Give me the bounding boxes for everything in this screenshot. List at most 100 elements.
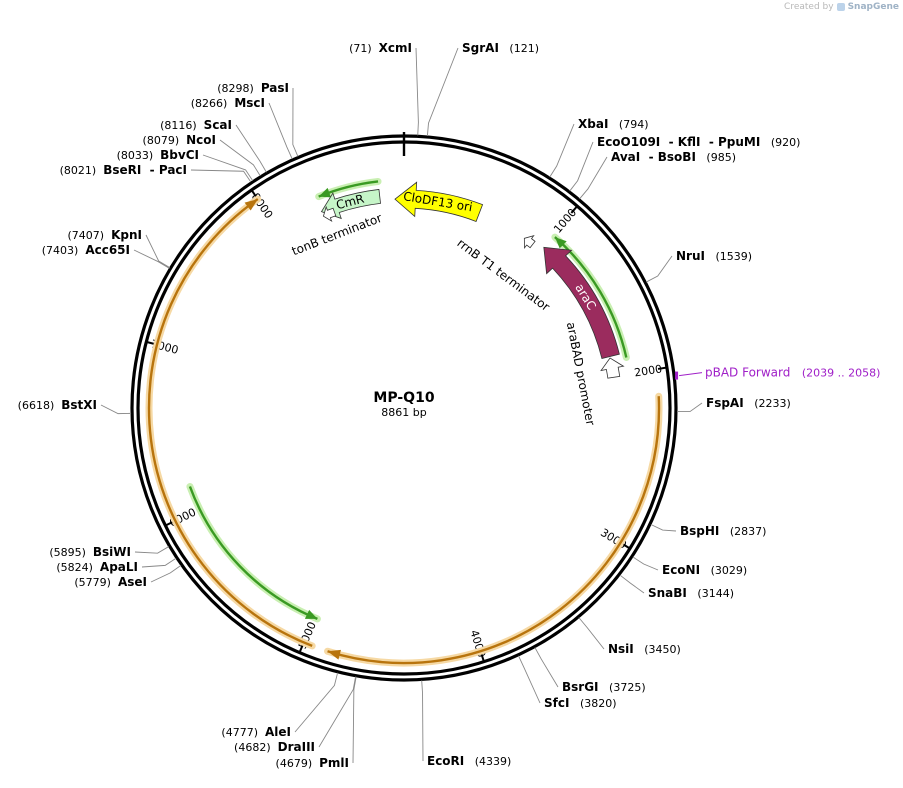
site-label: EcoRI (4339) [427,754,511,768]
site-position: (985) [706,151,736,164]
site-position: (5824) [56,561,93,574]
site-leader-line [292,87,299,157]
site-position: (4339) [475,755,512,768]
arabad-promoter-arrow [600,357,625,379]
site-apali: (5824) ApaLI [56,560,138,574]
primer-mark [675,371,679,380]
site-enzyme-name: BsoBI [658,150,696,164]
site-enzyme-name: SgrAI [462,41,499,55]
site-leader-line [150,565,182,583]
site-spacer [96,164,103,177]
site-bbvci: (8033) BbvCI [117,148,199,162]
site-leader-line [141,557,177,568]
orf-arrowhead [554,237,567,249]
plasmid-name: MP-Q10 [373,390,434,406]
site-leader-line [549,123,575,178]
site-enzyme-name: AleI [265,725,291,739]
site-enzyme-name: XcmI [379,41,412,55]
site-label: (8298) PasI [217,81,289,95]
site-xcmi: (71) XcmI [349,41,412,55]
site-label: SfcI (3820) [544,696,617,710]
site-enzyme-name: DraIII [278,740,315,754]
primer-spacer [790,366,801,380]
site-position: (8033) [117,149,154,162]
site-xbai: XbaI (794) [578,117,649,131]
site-enzyme-name: EcoO109I [597,135,660,149]
site-label: (8116) ScaI [160,118,232,132]
snapgene-logo-icon [836,3,845,11]
site-position: (121) [509,42,539,55]
site-position: (8116) [160,119,197,132]
site-spacer [372,42,379,55]
site-label: AvaI - BsoBI (985) [611,150,736,164]
site-leader-line [632,556,659,571]
site-alei: (4777) AleI [221,725,291,739]
site-spacer [599,681,610,694]
site-spacer [271,741,278,754]
orf-line [554,236,628,358]
orf-arrows [145,177,663,667]
site-leader-line [190,169,252,183]
site-position: (6618) [18,399,55,412]
site-enzyme-name: BseRI [103,163,141,177]
site-sfci: SfcI (3820) [544,696,617,710]
primer-name: pBAD Forward [705,366,790,380]
site-enzyme-name: BsrGI [562,680,599,694]
site-spacer [179,134,186,147]
site-position: (8079) [143,134,180,147]
site-enzyme-name: BbvCI [160,148,199,162]
site-enzyme-name: EcoNI [662,563,700,577]
orf-arrowhead [304,609,318,619]
site-leader-line [145,234,171,269]
site-leader-line [619,574,645,594]
rrnb-t1-arrow [523,235,536,250]
plasmid-length: 8861 bp [381,406,426,419]
primer-range: (2039 .. 2058) [802,367,881,380]
site-leader-line [579,156,608,200]
site-label: (4777) AleI [221,725,291,739]
site-leader-line [676,402,703,413]
site-position: (3450) [644,643,681,656]
site-spacer [744,397,755,410]
site-separator: - [660,135,678,149]
site-eco109: EcoO109I - KflI - PpuMI (920) [597,135,800,149]
site-enzyme-name: Acc65I [85,243,130,257]
site-label: BspHI (2837) [680,524,766,538]
site-position: (3029) [711,564,748,577]
site-leader-line [100,404,132,415]
site-sgrai: SgrAI (121) [462,41,539,55]
site-label: (5824) ApaLI [56,560,138,574]
site-enzyme-name: AvaI [611,150,640,164]
site-acc65i: (7403) Acc65I [42,243,130,257]
site-label: EcoO109I - KflI - PpuMI (920) [597,135,800,149]
site-spacer [258,726,265,739]
site-nrui: NruI (1539) [676,249,752,263]
site-enzyme-name: PasI [261,81,289,95]
primer-label: pBAD Forward (2039 .. 2058) [705,366,880,380]
site-position: (3725) [609,681,646,694]
site-position: (3820) [580,697,617,710]
site-enzyme-name: XbaI [578,117,608,131]
site-label: SgrAI (121) [462,41,539,55]
site-enzyme-name: PacI [159,163,187,177]
ruler-tick [621,542,632,550]
site-enzyme-name: MscI [234,96,265,110]
site-position: (794) [619,118,649,131]
site-msci: (8266) MscI [191,96,265,110]
watermark-brand: SnapGene [847,2,899,12]
site-position: (3144) [697,587,734,600]
site-enzyme-name: ScaI [204,118,232,132]
site-position: (4777) [221,726,258,739]
site-spacer [227,97,234,110]
site-label: EcoNI (3029) [662,563,747,577]
site-label: (8266) MscI [191,96,265,110]
clodf13-ori-arrow [394,181,484,222]
site-kpni: (7407) KpnI [68,228,142,242]
site-enzyme-name: NcoI [186,133,216,147]
site-enzyme-name: PpuMI [718,135,760,149]
site-position: (8266) [191,97,228,110]
snapgene-watermark: Created by SnapGene [784,2,899,12]
site-spacer [700,564,711,577]
site-ncoi: (8079) NcoI [143,133,216,147]
